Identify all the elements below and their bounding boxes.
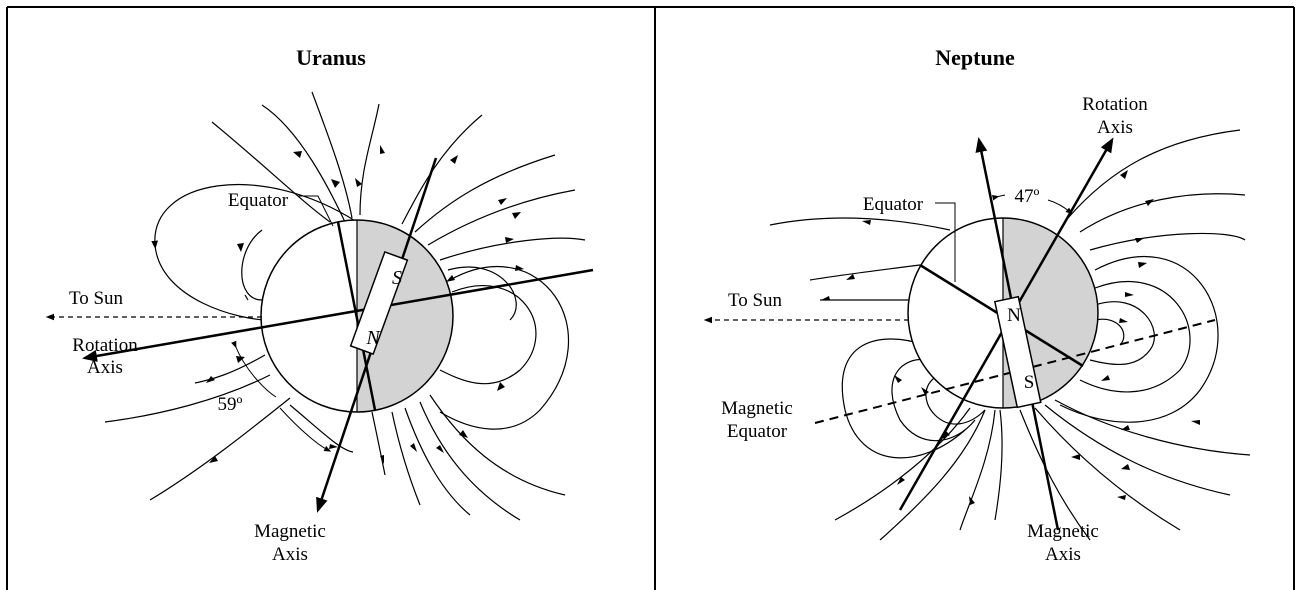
uranus-to-sun-label: To Sun [69,288,124,309]
neptune-magnetic-label-1: Magnetic [1027,521,1099,542]
neptune-pole-s: S [1024,372,1035,393]
uranus-title: Uranus [296,45,366,70]
neptune-title: Neptune [935,45,1015,70]
uranus-rotation-label-1: Rotation [72,335,138,356]
neptune-to-sun-label: To Sun [728,290,783,311]
neptune-magnetic-label-2: Axis [1045,544,1081,565]
neptune-angle-label: 47º [1015,186,1040,207]
uranus-pole-n: N [365,327,381,349]
neptune-magnetic-equator-label-1: Magnetic [721,398,793,419]
uranus-panel: Uranus [50,45,593,565]
neptune-rotation-label-2: Axis [1097,117,1133,138]
neptune-rotation-label-1: Rotation [1082,94,1148,115]
uranus-equator-label: Equator [228,190,289,211]
uranus-rotation-label-2: Axis [87,357,123,378]
uranus-angle-label: 59º [218,394,243,415]
uranus-pole-s: S [392,267,402,289]
neptune-magnetic-equator-label-2: Equator [727,421,788,442]
neptune-equator-label: Equator [863,194,924,215]
uranus-magnetic-label-2: Axis [272,544,308,565]
neptune-panel: Neptune [708,45,1250,565]
uranus-magnetic-label-1: Magnetic [254,521,326,542]
neptune-pole-n: N [1007,305,1021,326]
